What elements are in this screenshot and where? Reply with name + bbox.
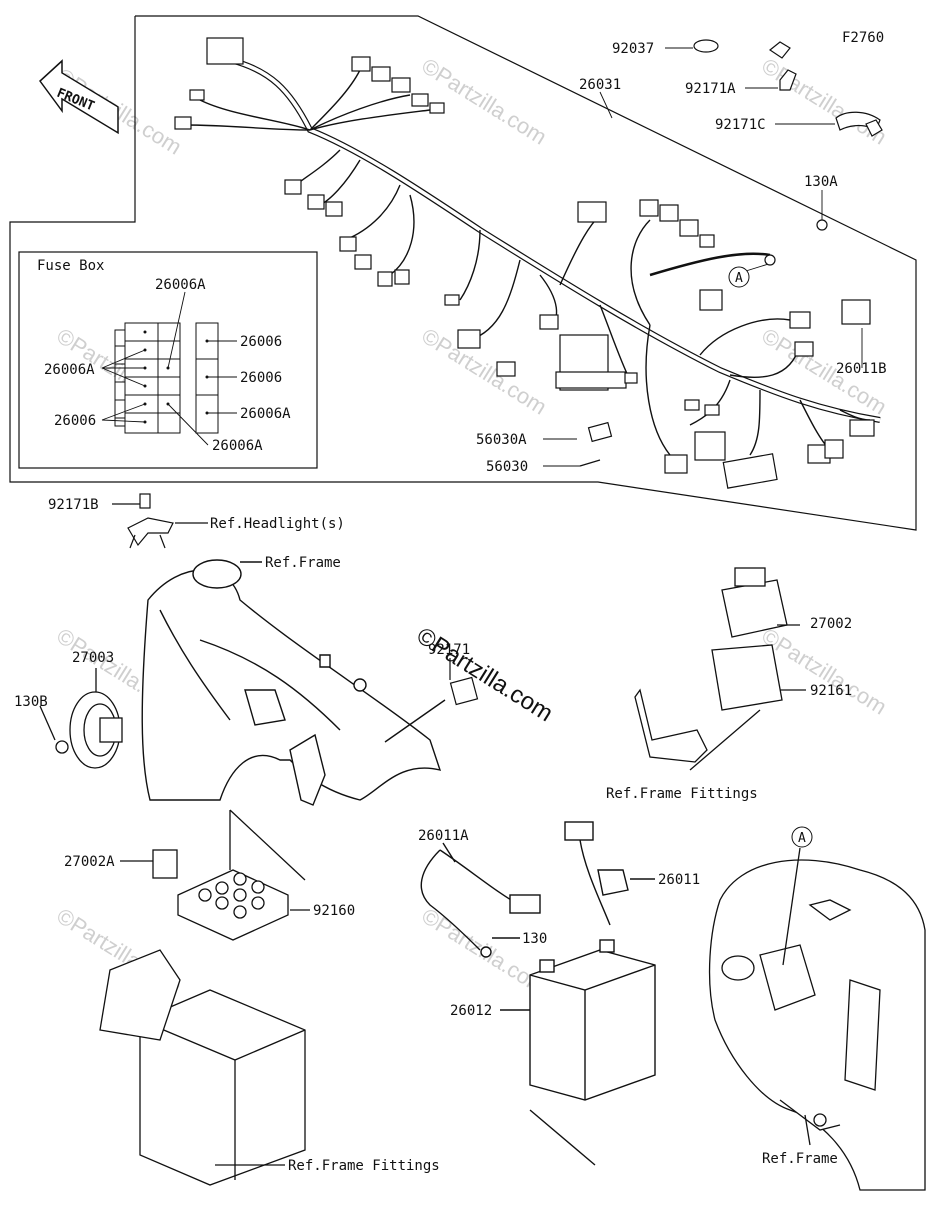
label-26011b: 26011B <box>836 361 887 377</box>
label-26006-left: 26006 <box>54 413 96 429</box>
watermark: ©Partzilla.com <box>417 53 551 150</box>
label-27002a: 27002A <box>64 854 115 870</box>
watermark-layer: ©Partzilla.com ©Partzilla.com ©Partzilla… <box>52 53 891 1000</box>
label-92171c: 92171C <box>715 117 766 133</box>
label-26006-r2: 26006 <box>240 370 282 386</box>
label-26012: 26012 <box>450 1003 492 1019</box>
label-92171b: 92171B <box>48 497 99 513</box>
label-a-top: A <box>735 271 743 286</box>
label-92037: 92037 <box>612 41 654 57</box>
ref-frame-fittings-bottom-label: Ref.Frame Fittings <box>288 1158 440 1174</box>
ref-circle-a-bottom: A <box>791 826 813 848</box>
ref-circle-a-top: A <box>728 266 750 288</box>
label-26006a-bottom: 26006A <box>212 438 263 454</box>
harness-frame-outline <box>9 15 917 531</box>
label-26031: 26031 <box>579 77 621 93</box>
battery-case-assembly <box>99 809 310 1186</box>
label-26006a-r3: 26006A <box>240 406 291 422</box>
battery <box>500 939 656 1166</box>
label-26011: 26011 <box>658 872 700 888</box>
clamp-parts <box>579 39 883 467</box>
label-a-bottom: A <box>798 831 806 846</box>
label-92161: 92161 <box>810 683 852 699</box>
relay-92171 <box>449 658 479 706</box>
harness-connectors <box>174 37 875 489</box>
ref-frame-bottom-label: Ref.Frame <box>762 1151 838 1167</box>
watermark-main: ©Partzilla.com <box>412 622 558 727</box>
ref-frame-top-label: Ref.Frame <box>265 555 341 571</box>
frame-bottom-right <box>708 847 926 1191</box>
battery-cables <box>420 821 655 958</box>
horn <box>39 668 123 769</box>
main-wiring-harness <box>184 57 881 456</box>
label-130: 130 <box>522 931 547 947</box>
label-130b: 130B <box>14 694 48 710</box>
label-27002: 27002 <box>810 616 852 632</box>
frame-illustration <box>141 559 446 806</box>
label-26011a: 26011A <box>418 828 469 844</box>
figure-code: F2760 <box>842 30 884 46</box>
fuse-box-title: Fuse Box <box>37 258 104 274</box>
label-56030a: 56030A <box>476 432 527 448</box>
label-92171a: 92171A <box>685 81 736 97</box>
ecu-assembly <box>634 567 806 771</box>
label-27003: 27003 <box>72 650 114 666</box>
front-arrow-icon: FRONT <box>39 59 119 135</box>
label-56030: 56030 <box>486 459 528 475</box>
label-26006-r1: 26006 <box>240 334 282 350</box>
watermark: ©Partzilla.com <box>52 63 186 160</box>
headlight-bracket <box>112 493 208 549</box>
ref-headlight-label: Ref.Headlight(s) <box>210 516 345 532</box>
fuse-box-panel: Fuse Box <box>18 251 318 469</box>
label-26006a-top: 26006A <box>155 277 206 293</box>
watermark: ©Partzilla.com <box>417 323 551 420</box>
label-26006a-left: 26006A <box>44 362 95 378</box>
label-130a: 130A <box>804 174 838 190</box>
label-92171: 92171 <box>428 642 470 658</box>
ref-frame-fittings-right-label: Ref.Frame Fittings <box>606 786 758 802</box>
label-92160: 92160 <box>313 903 355 919</box>
